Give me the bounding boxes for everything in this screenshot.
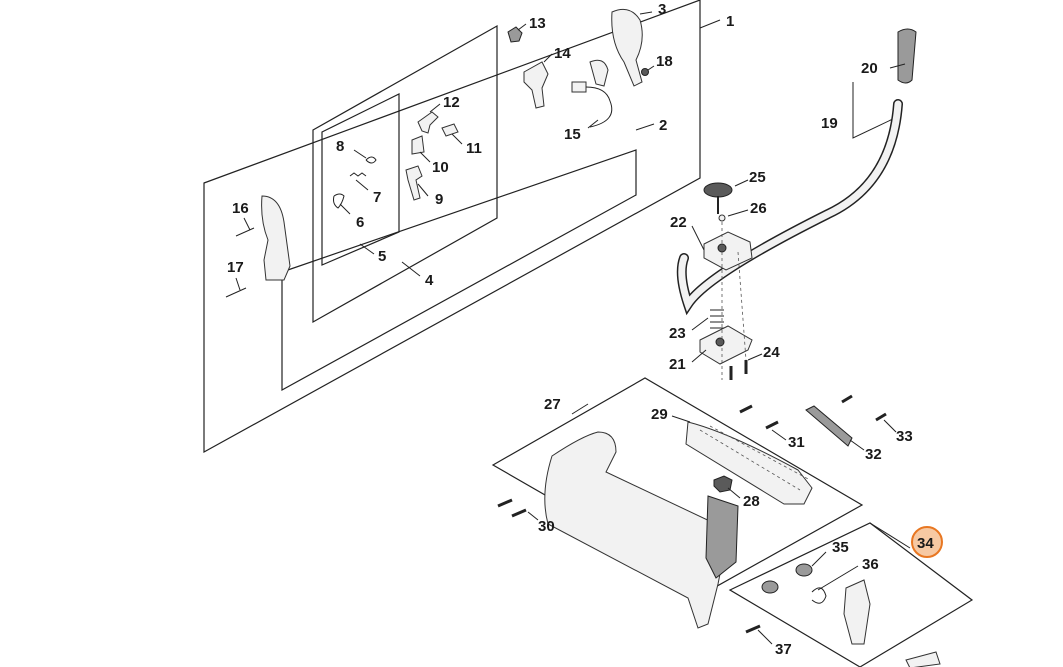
part-35-bushing-icon: [795, 563, 813, 577]
part-21-hole: [715, 337, 725, 347]
frame-assembly-1: [203, 0, 701, 454]
frame-assembly-4: [312, 24, 498, 324]
callout-27[interactable]: 27: [544, 396, 561, 413]
callout-25[interactable]: 25: [749, 169, 766, 186]
callout-34-highlight-ring[interactable]: [911, 526, 943, 558]
callout-23[interactable]: 23: [669, 325, 686, 342]
callout-17[interactable]: 17: [227, 259, 244, 276]
part-10-latch-icon: [411, 135, 425, 155]
callout-21[interactable]: 21: [669, 356, 686, 373]
callout-29[interactable]: 29: [651, 406, 668, 423]
part-25-knob-icon: [703, 182, 733, 198]
callout-13[interactable]: 13: [529, 15, 546, 32]
part-14-trigger-icon: [523, 61, 549, 109]
part-19-handlebar-fill: [678, 100, 902, 312]
leader-lines: [235, 11, 911, 645]
align-line-clamp: [721, 222, 747, 380]
callout-36[interactable]: 36: [862, 556, 879, 573]
callout-10[interactable]: 10: [432, 159, 449, 176]
callout-8[interactable]: 8: [336, 138, 344, 155]
callout-35[interactable]: 35: [832, 539, 849, 556]
part-16-screw-icon: [235, 227, 255, 237]
part-12-lever-icon: [417, 111, 439, 134]
part-27-handle-end-icon: [705, 495, 739, 579]
part-26-washer-icon: [718, 214, 726, 222]
frame-assembly-2: [281, 149, 637, 392]
part-15-lever-icon: [589, 59, 609, 87]
part-11-catch-icon: [441, 123, 459, 137]
part-8-spring-icon: [365, 156, 377, 164]
callout-24[interactable]: 24: [763, 344, 780, 361]
callout-34[interactable]: 34: [917, 535, 934, 552]
part-29-pattern: [699, 425, 811, 491]
part-9-lockout-icon: [405, 165, 423, 201]
callout-18[interactable]: 18: [656, 53, 673, 70]
callout-20[interactable]: 20: [861, 60, 878, 77]
callout-26[interactable]: 26: [750, 200, 767, 217]
part-31-screw-a-icon: [739, 404, 753, 414]
part-housing-left-icon: [261, 195, 291, 281]
callout-5[interactable]: 5: [378, 248, 386, 265]
callout-7[interactable]: 7: [373, 189, 381, 206]
part-31-screw-b-icon: [765, 420, 779, 430]
callout-15[interactable]: 15: [564, 126, 581, 143]
callout-30[interactable]: 30: [538, 518, 555, 535]
part-29-cover-icon: [685, 421, 813, 505]
callout-33[interactable]: 33: [896, 428, 913, 445]
part-35-bushing-b-icon: [761, 580, 779, 594]
part-30-screw-b-icon: [511, 508, 527, 518]
part-27-handle-body-icon: [544, 431, 727, 629]
part-15-switch-icon: [571, 81, 587, 93]
part-20-grip-icon: [897, 28, 917, 84]
callout-19[interactable]: 19: [821, 115, 838, 132]
part-17-screw-icon: [225, 287, 247, 298]
part-3-housing-icon: [611, 8, 643, 87]
callout-12[interactable]: 12: [443, 94, 460, 111]
callout-3[interactable]: 3: [658, 1, 666, 18]
part-18-screw-icon: [641, 68, 649, 76]
frame-bracket-19: [852, 82, 896, 139]
part-7-spring-icon: [349, 172, 367, 177]
callout-31[interactable]: 31: [788, 434, 805, 451]
part-23-spring-icon: [710, 309, 724, 329]
frame-assembly-5: [321, 93, 400, 266]
part-6-spring-icon: [333, 193, 345, 209]
callout-11[interactable]: 11: [466, 140, 482, 157]
callout-1[interactable]: 1: [726, 13, 734, 30]
part-30-screw-a-icon: [497, 498, 513, 508]
part-22-clamp-icon: [703, 231, 753, 271]
callout-4[interactable]: 4: [425, 272, 434, 289]
callout-22[interactable]: 22: [670, 214, 687, 231]
callout-16[interactable]: 16: [232, 200, 249, 217]
callout-6[interactable]: 6: [356, 214, 364, 231]
callout-9[interactable]: 9: [435, 191, 443, 208]
callout-14[interactable]: 14: [554, 45, 571, 62]
part-34-grip-cover-icon: [843, 579, 871, 645]
callout-28[interactable]: 28: [743, 493, 760, 510]
part-37-screw-icon: [745, 624, 761, 634]
callout-labels: 1 2 3 4 5 6 7 8 9 10 11 12 13 14 15 16 1…: [227, 1, 943, 658]
part-15-cable: [585, 86, 613, 128]
frame-grip-34: [728, 522, 974, 667]
part-21-clamp-icon: [699, 325, 753, 365]
callout-37[interactable]: 37: [775, 641, 792, 658]
part-32-plate-icon: [805, 405, 853, 447]
part-13-clip-icon: [507, 26, 523, 43]
callout-2[interactable]: 2: [659, 117, 667, 134]
part-36-clip-icon: [811, 587, 827, 604]
part-33-screw-a-icon: [841, 394, 853, 404]
part-tube-fragment-icon: [905, 651, 941, 667]
part-19-handlebar-icon: [676, 99, 903, 316]
callout-32[interactable]: 32: [865, 446, 882, 463]
part-33-screw-b-icon: [875, 412, 887, 422]
